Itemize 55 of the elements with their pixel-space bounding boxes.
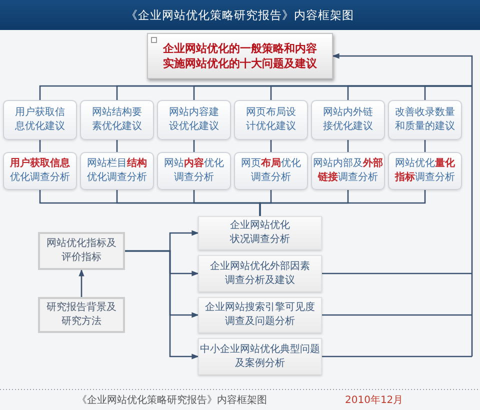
connector-line [116, 140, 118, 152]
section-box [157, 152, 231, 190]
section-label: 网站内容优化调查分析 [163, 157, 225, 185]
section-box [80, 152, 154, 190]
section-label: 企业网站优化状况调查分析 [229, 219, 291, 247]
section-label: 网站结构要素优化建议 [91, 106, 143, 134]
heading-text: 实施网站优化的十大问题及建议 [163, 56, 317, 71]
connector-line [347, 140, 349, 152]
caption: 《企业网站优化策略研究报告》内容框架图 [77, 394, 267, 407]
section-label: 企业网站优化外部因素调查分析及建议 [209, 260, 311, 288]
connector-line [424, 140, 426, 152]
connector-arrow [332, 53, 473, 356]
connector-line [270, 140, 272, 152]
section-box [198, 297, 322, 333]
section-box [311, 100, 385, 140]
section-box [234, 152, 308, 190]
date-label: 2010年12月 [345, 394, 404, 407]
section-label: 用户获取信息优化建议 [14, 106, 66, 134]
section-label: 用户获取信息优化调查分析 [9, 157, 71, 185]
section-label: 网站栏目结构优化调查分析 [86, 157, 148, 185]
section-label: 网站内外链接优化建议 [322, 106, 374, 134]
connector-line [259, 190, 426, 216]
section-box [198, 216, 322, 250]
section-label: 网站内容建设优化建议 [168, 106, 220, 134]
diagram-title: 《企业网站优化策略研究报告》内容框架图 [126, 8, 354, 22]
section-label: 研究报告背景及研究方法 [46, 301, 118, 329]
connector-line [322, 314, 472, 316]
section-box [198, 255, 322, 292]
connector-line [424, 85, 472, 100]
section-box [311, 152, 385, 190]
section-label: 网站优化指标及评价指标 [46, 237, 118, 265]
section-label: 中小企业网站优化典型问题及案例分析 [199, 342, 321, 370]
section-box [3, 152, 77, 190]
section-label: 网页布局设计优化建议 [245, 106, 297, 134]
heading-box [147, 33, 333, 79]
connector-line [322, 356, 472, 358]
section-box [3, 100, 77, 140]
connector-line [193, 140, 195, 152]
section-box [157, 100, 231, 140]
chapter-box [38, 232, 125, 270]
section-label: 改善收录数量和质量的建议 [394, 106, 456, 134]
section-box [80, 100, 154, 140]
chapter-box [38, 297, 125, 333]
section-box [388, 100, 462, 140]
section-label: 网页布局优化调查分析 [240, 157, 302, 185]
section-label: 企业网站搜索引擎可见度调查及问题分析 [204, 301, 316, 329]
section-label: 网站优化量化指标调查分析 [394, 157, 456, 185]
heading-text: 企业网站优化的一般策略和内容 [163, 41, 317, 56]
section-box [388, 152, 462, 190]
section-box [234, 100, 308, 140]
connector-line [39, 140, 41, 152]
connector-arrow [78, 269, 84, 297]
connector-line [322, 272, 472, 274]
connector-arrow [125, 250, 199, 360]
section-label: 网站内部及外部链接调查分析 [312, 157, 384, 185]
